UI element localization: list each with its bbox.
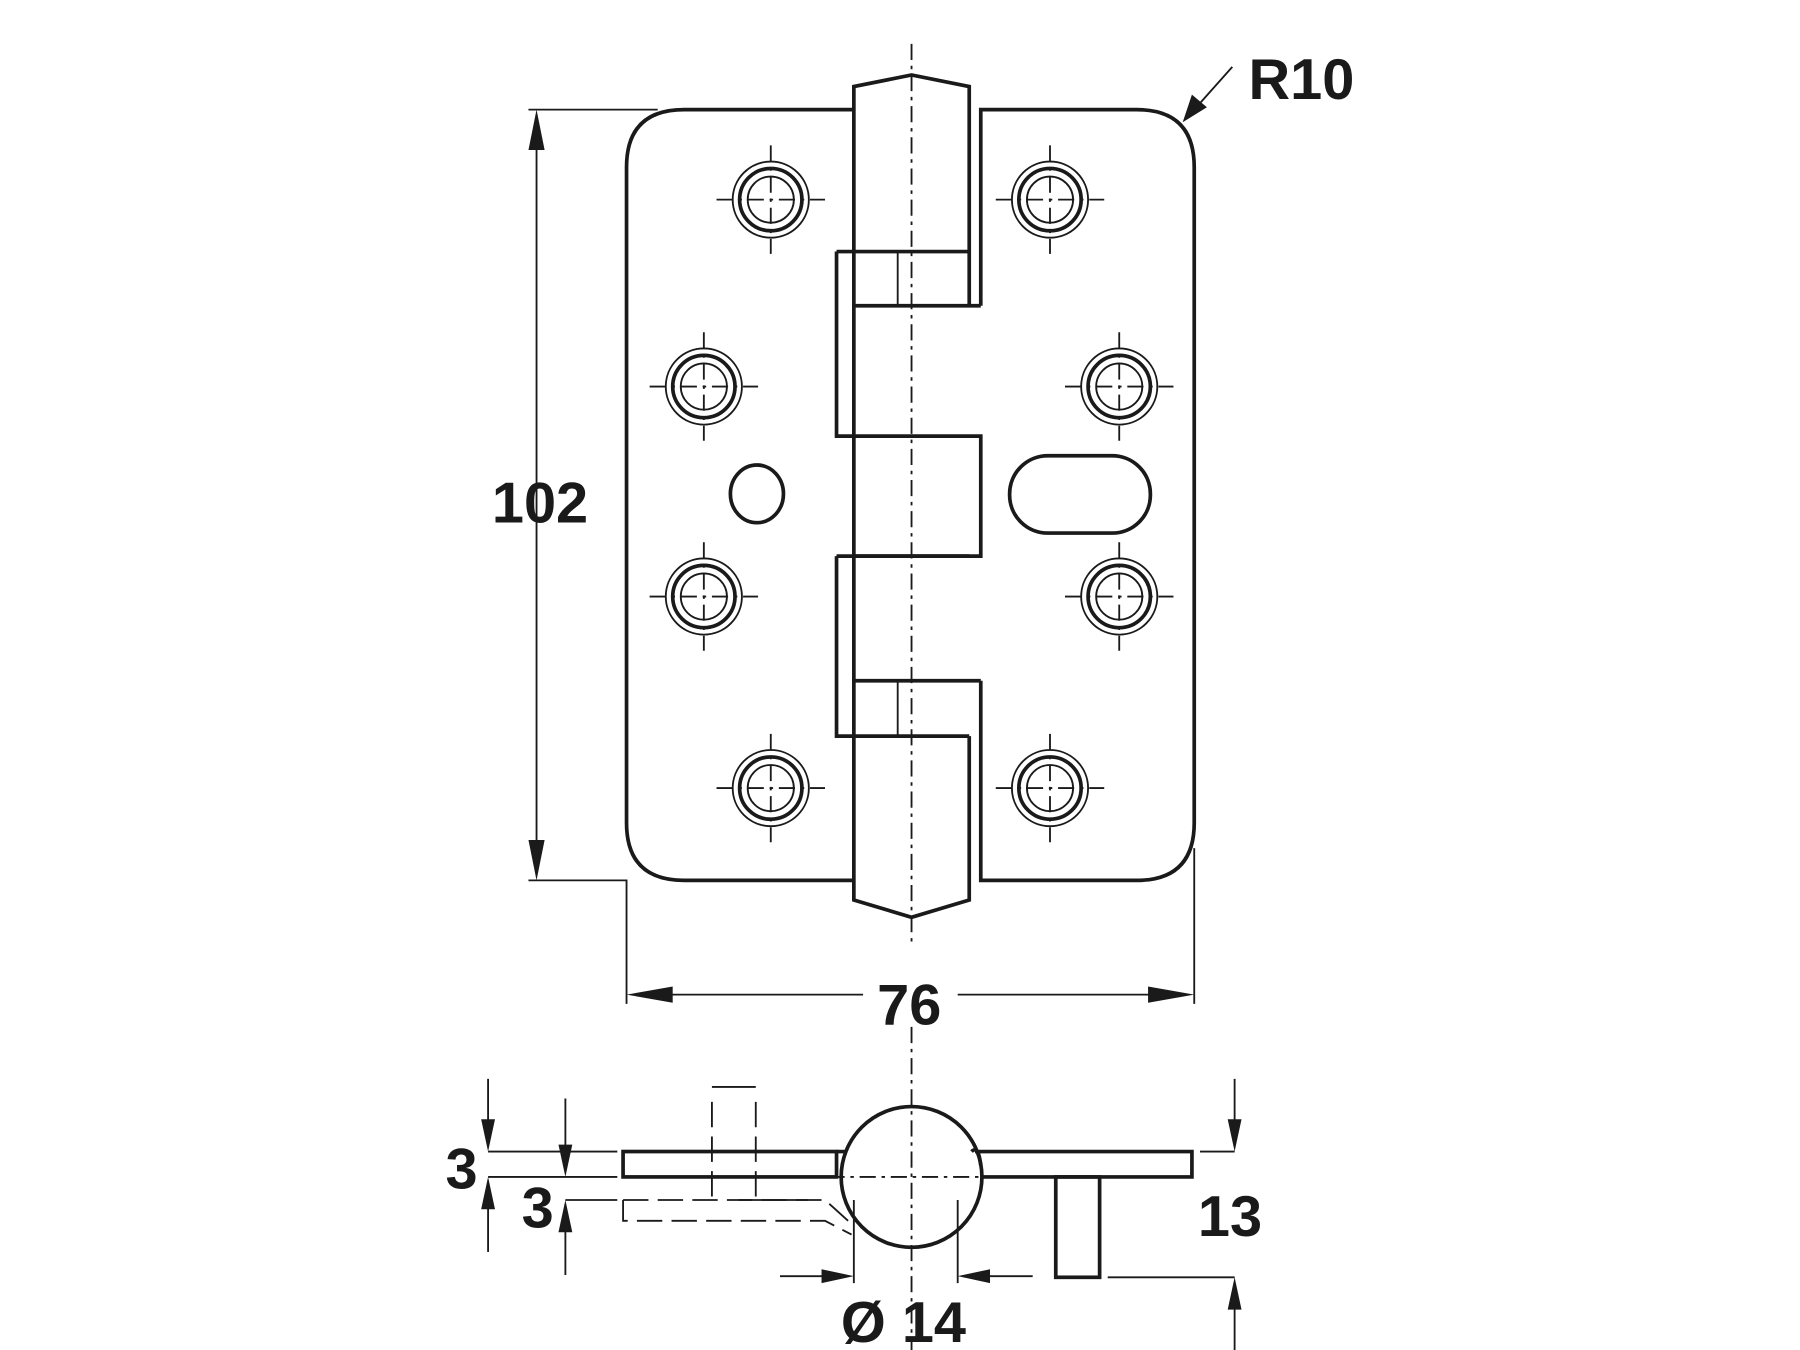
security-pin [1053, 1175, 1102, 1280]
thickness-dimension-a: 3 [445, 1078, 618, 1252]
screw-hole-icon [993, 731, 1107, 845]
screw-hole-icon [714, 143, 827, 256]
screw-hole-icon [1063, 330, 1176, 443]
screw-hole-icon [993, 143, 1107, 256]
thickness-label-a: 3 [445, 1137, 477, 1201]
height-dimension: 102 [492, 108, 658, 1004]
screw-hole-icon [647, 330, 760, 443]
depth-dimension: 13 [1107, 1078, 1262, 1350]
depth-label: 13 [1198, 1185, 1262, 1249]
open-leaf-ghost [622, 1199, 852, 1236]
screw-hole-icon [714, 731, 827, 845]
height-label: 102 [492, 472, 588, 536]
right-leaf [978, 107, 1197, 883]
left-leaf [624, 107, 854, 883]
thickness-dimension-b: 3 [522, 1098, 618, 1275]
screw-hole-icon [1063, 540, 1176, 653]
radius-callout: R10 [1182, 48, 1354, 123]
security-pin-slot [1007, 453, 1153, 535]
radius-label: R10 [1248, 48, 1354, 112]
security-pin-hole [728, 463, 786, 525]
width-dimension: 76 [626, 848, 1196, 1038]
diameter-dimension: Ø 14 [779, 1200, 1033, 1350]
knuckle-segments [834, 249, 983, 738]
width-label: 76 [877, 974, 941, 1038]
hinge-front-view [624, 43, 1197, 947]
thickness-label-b: 3 [522, 1177, 554, 1241]
screw-hole-icon [647, 540, 760, 653]
hinge-section-view [621, 1026, 1194, 1350]
diameter-label: Ø 14 [841, 1291, 966, 1350]
